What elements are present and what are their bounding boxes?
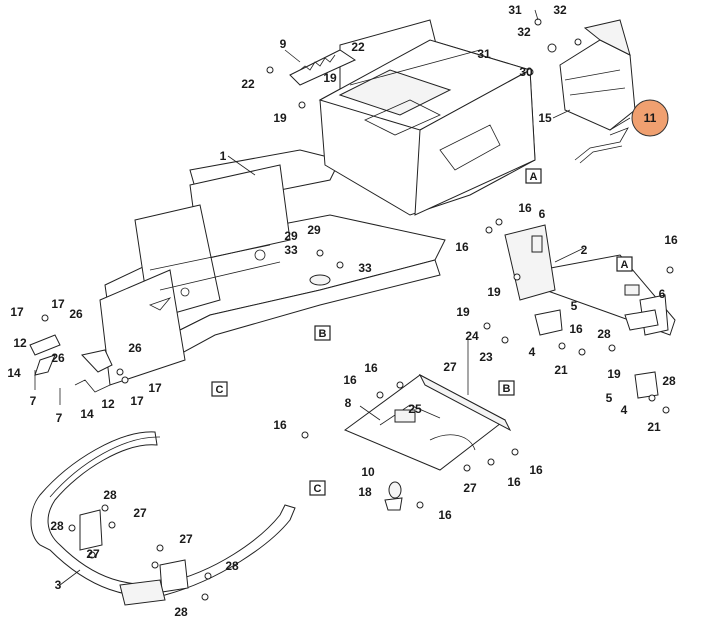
part-label: 31 bbox=[508, 3, 522, 17]
part-label: 17 bbox=[10, 305, 24, 319]
part-label: 17 bbox=[51, 297, 65, 311]
part-label: 16 bbox=[343, 373, 357, 387]
part-label: 16 bbox=[455, 240, 469, 254]
part-label: 15 bbox=[538, 111, 552, 125]
part-label: 4 bbox=[621, 403, 628, 417]
part-label: 27 bbox=[463, 481, 477, 495]
part-label: 28 bbox=[597, 327, 611, 341]
ref-box-c-bumper: C bbox=[310, 481, 325, 495]
part-label: 7 bbox=[56, 411, 63, 425]
part-label: 2 bbox=[581, 243, 588, 257]
part-label: 6 bbox=[539, 207, 546, 221]
part-label: 14 bbox=[7, 366, 21, 380]
part-label: 22 bbox=[351, 40, 365, 54]
part-label: 30 bbox=[519, 65, 533, 79]
part-label: 18 bbox=[358, 485, 372, 499]
part-label: 21 bbox=[647, 420, 661, 434]
part-label: 28 bbox=[662, 374, 676, 388]
highlighted-part-callout[interactable]: 11 bbox=[632, 100, 668, 136]
ref-box-b-plate: B bbox=[499, 381, 514, 395]
part-label: 12 bbox=[101, 397, 115, 411]
part-label: 28 bbox=[50, 519, 64, 533]
svg-text:B: B bbox=[319, 328, 327, 340]
part-label: 16 bbox=[518, 201, 532, 215]
part-label: 33 bbox=[284, 243, 298, 257]
part-label: 27 bbox=[133, 506, 147, 520]
part-label: 27 bbox=[179, 532, 193, 546]
part-label: 23 bbox=[479, 350, 493, 364]
part-label: 5 bbox=[571, 299, 578, 313]
part-label: 32 bbox=[553, 3, 567, 17]
svg-text:11: 11 bbox=[644, 111, 657, 125]
front-bumper bbox=[31, 432, 295, 605]
part-label: 29 bbox=[284, 229, 298, 243]
part-label: 16 bbox=[438, 508, 452, 522]
part-label: 21 bbox=[554, 363, 568, 377]
ref-box-a-axle: A bbox=[617, 257, 632, 271]
part-label: 31 bbox=[477, 47, 491, 61]
part-label: 28 bbox=[103, 488, 117, 502]
part-label: 25 bbox=[408, 402, 422, 416]
part-label: 19 bbox=[456, 305, 470, 319]
part-label: 14 bbox=[80, 407, 94, 421]
part-label: 19 bbox=[273, 111, 287, 125]
part-label: 28 bbox=[174, 605, 188, 619]
part-label: 16 bbox=[529, 463, 543, 477]
part-label: 27 bbox=[86, 547, 100, 561]
part-label: 19 bbox=[487, 285, 501, 299]
part-label: 16 bbox=[569, 322, 583, 336]
svg-text:A: A bbox=[530, 171, 538, 183]
part-label: 9 bbox=[280, 37, 287, 51]
part-label: 4 bbox=[529, 345, 536, 359]
part-label: 19 bbox=[323, 71, 337, 85]
part-label: 28 bbox=[225, 559, 239, 573]
part-label: 32 bbox=[517, 25, 531, 39]
ref-box-a-top: A bbox=[526, 169, 541, 183]
part-label: 6 bbox=[659, 287, 666, 301]
part-label: 26 bbox=[51, 351, 65, 365]
part-label: 29 bbox=[307, 223, 321, 237]
part-label: 16 bbox=[364, 361, 378, 375]
part-label: 26 bbox=[69, 307, 83, 321]
part-label: 26 bbox=[128, 341, 142, 355]
svg-text:C: C bbox=[216, 384, 224, 396]
part-label: 16 bbox=[273, 418, 287, 432]
ref-box-c-frame: C bbox=[212, 382, 227, 396]
ref-box-b-frame: B bbox=[315, 326, 330, 340]
part-label: 27 bbox=[443, 360, 457, 374]
part-label: 24 bbox=[465, 329, 479, 343]
handle-bar-part bbox=[575, 128, 628, 163]
part-label: 1 bbox=[220, 149, 227, 163]
part-label: 33 bbox=[358, 261, 372, 275]
svg-text:B: B bbox=[503, 383, 511, 395]
part-label: 16 bbox=[507, 475, 521, 489]
part-label: 22 bbox=[241, 77, 255, 91]
part-label: 19 bbox=[607, 367, 621, 381]
part-label: 5 bbox=[606, 391, 613, 405]
part-label: 16 bbox=[664, 233, 678, 247]
svg-text:A: A bbox=[621, 259, 629, 271]
part-label: 7 bbox=[30, 394, 37, 408]
svg-text:C: C bbox=[314, 483, 322, 495]
part-label: 10 bbox=[361, 465, 375, 479]
part-label: 12 bbox=[13, 336, 27, 350]
part-label: 17 bbox=[130, 394, 144, 408]
part-label: 3 bbox=[55, 578, 62, 592]
front-axle bbox=[505, 225, 675, 398]
part-label: 17 bbox=[148, 381, 162, 395]
part-label: 8 bbox=[345, 396, 352, 410]
